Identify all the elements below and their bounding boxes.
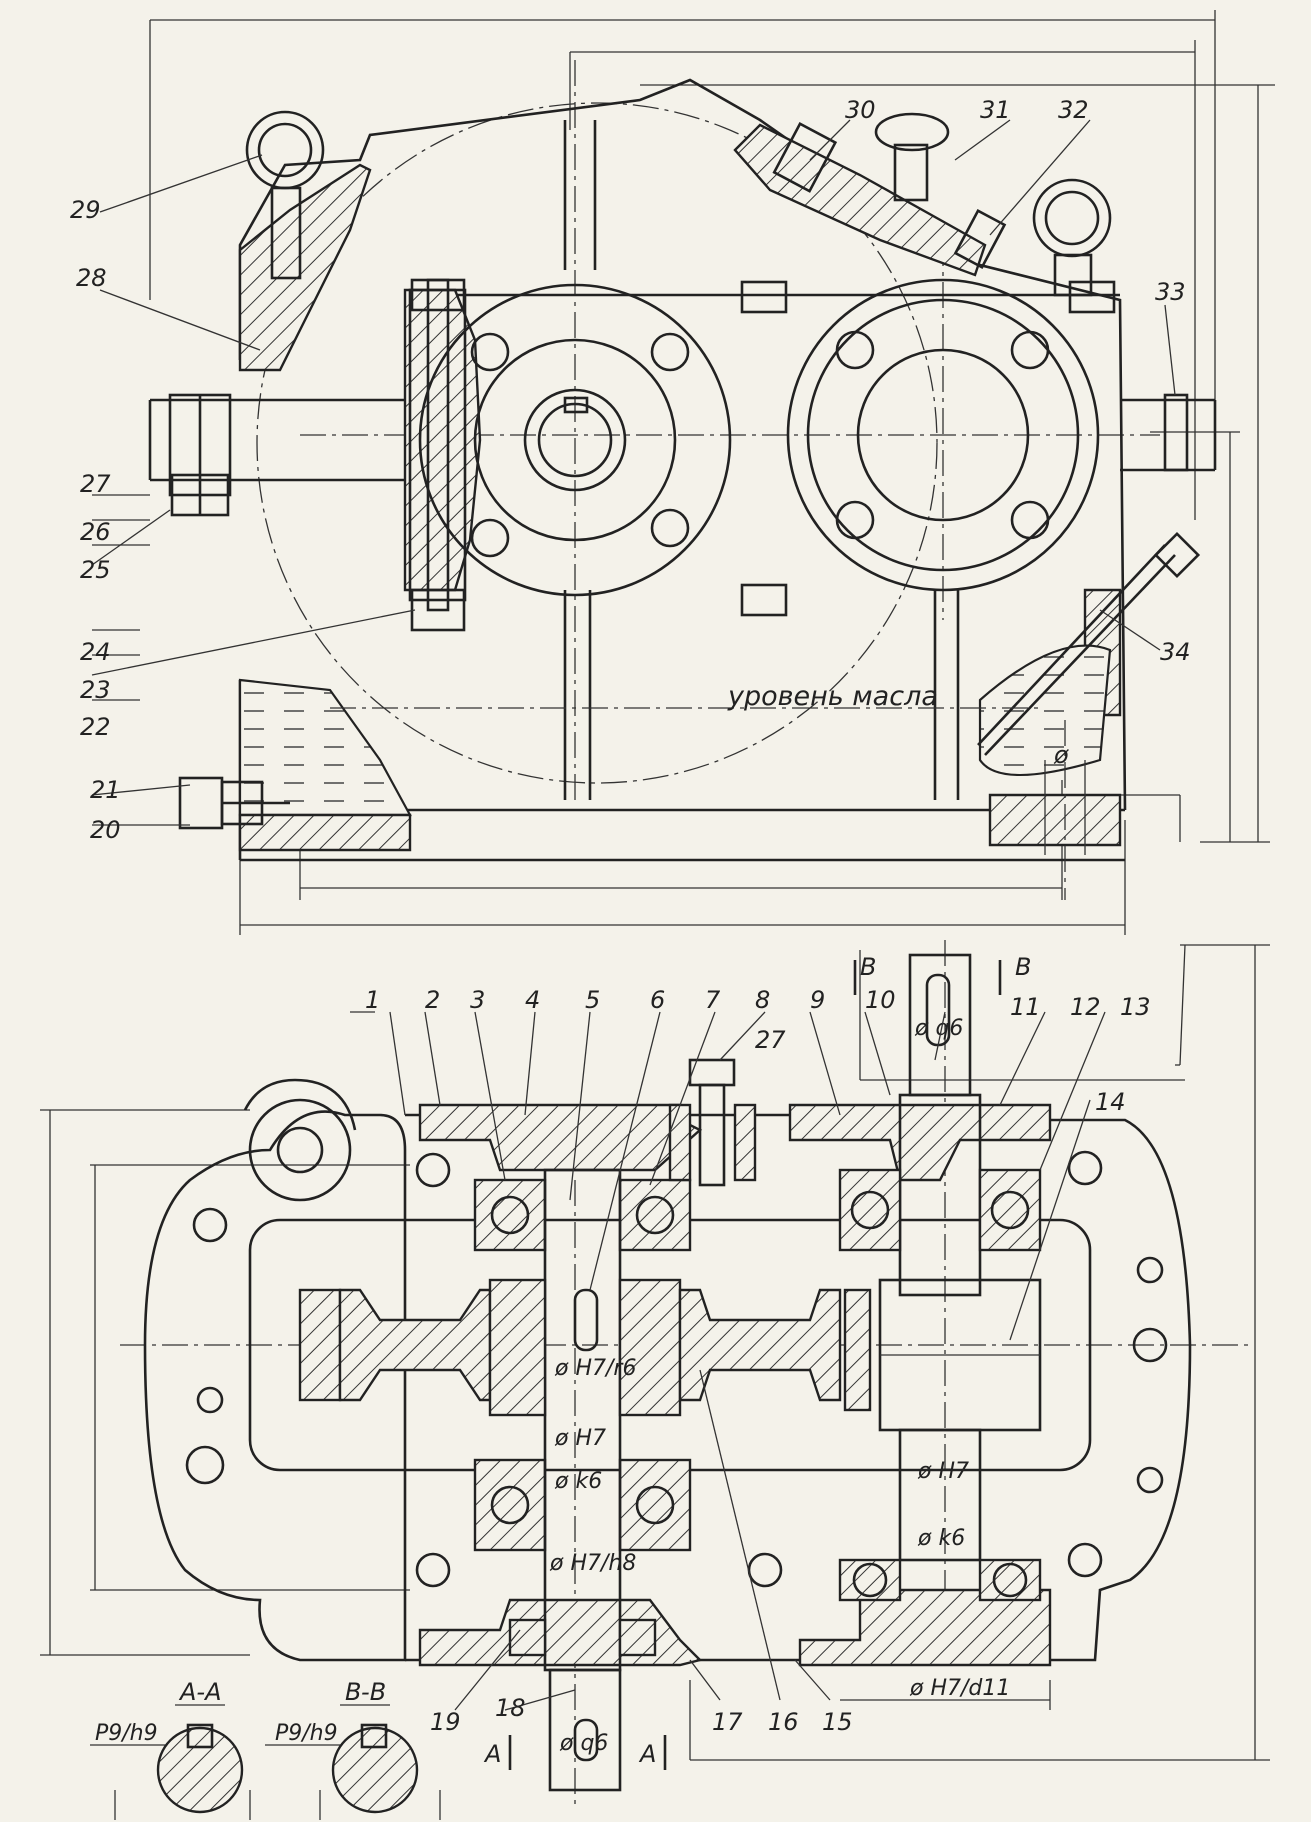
fit-housing-bore-left: ø H7 — [554, 1426, 606, 1451]
drain-plug — [178, 776, 290, 830]
fit-cover: ø H7/d11 — [909, 1676, 1010, 1701]
dimension-lines-bottom — [40, 944, 1270, 1761]
fit-gear-bore: ø H7/r6 — [554, 1356, 636, 1381]
callout-31: 31 — [980, 96, 1011, 124]
callout-28: 28 — [76, 264, 107, 292]
callout-10: 10 — [865, 986, 896, 1014]
section-aa-shaft — [114, 1723, 251, 1820]
callout-17: 17 — [712, 1708, 743, 1736]
inspection-cover-parts — [772, 112, 1007, 269]
input-bearings — [473, 1178, 692, 1552]
housing-bolt-holes — [185, 1150, 1168, 1588]
callout-20: 20 — [90, 816, 121, 844]
plan-section-view: ø q6 ø H7/r6 ø H7 ø k6 ø H7/h8 ø H7 ø k6… — [40, 940, 1270, 1810]
callout-7: 7 — [705, 986, 721, 1014]
callout-4: 4 — [525, 986, 540, 1014]
section-marks — [508, 960, 1002, 1770]
output-bearings — [838, 1168, 1042, 1602]
fit-output-shaft-top: ø q6 — [914, 1016, 963, 1041]
callout-15: 15 — [822, 1708, 853, 1736]
callout-30: 30 — [845, 96, 876, 124]
section-bb-shaft — [319, 1723, 441, 1820]
fit-bearing-journal-right: ø k6 — [917, 1526, 965, 1551]
callout-19: 19 — [430, 1708, 461, 1736]
bottom-cover-left — [418, 1598, 703, 1667]
callout-12: 12 — [1070, 993, 1101, 1021]
sump-floor-section — [238, 813, 412, 852]
section-mark-a-left: A — [483, 1740, 501, 1768]
input-shaft — [543, 1168, 622, 1792]
cover-screw — [668, 1058, 757, 1187]
section-bb-fit: P9/h9 — [275, 1721, 338, 1746]
housing-bolts-middle — [740, 280, 1189, 617]
bearing-cap-right — [786, 278, 1100, 592]
top-cover-right — [788, 1103, 1052, 1182]
oil-level-label: уровень масла — [727, 681, 938, 712]
bearing-cap-left — [418, 283, 732, 597]
lifting-eye-left — [245, 110, 325, 280]
foot-hole — [1044, 720, 1086, 900]
foot-hole-diameter-label: ø — [1053, 741, 1069, 769]
callout-25: 25 — [80, 556, 111, 584]
callout-3: 3 — [470, 986, 485, 1014]
callout-2: 2 — [425, 986, 440, 1014]
callout-24: 24 — [80, 638, 111, 666]
large-gear-outline — [256, 102, 938, 784]
section-mark-a-right: A — [638, 1740, 656, 1768]
section-aa-fit: P9/h9 — [95, 1721, 158, 1746]
callout-27b: 27 — [755, 1026, 786, 1054]
top-cover-left — [418, 1103, 703, 1172]
callout-8: 8 — [755, 986, 770, 1014]
large-gear-section — [298, 1278, 842, 1417]
callout-29: 29 — [70, 196, 101, 224]
foot-section-right — [988, 793, 1122, 847]
callout-13: 13 — [1120, 993, 1151, 1021]
callout-11: 11 — [1010, 993, 1041, 1021]
fit-bearing-journal-left: ø k6 — [554, 1469, 602, 1494]
callout-26: 26 — [80, 518, 111, 546]
section-bb-title: B-B — [345, 1678, 386, 1706]
leader-lines-top — [91, 119, 1176, 826]
section-mark-b-left: B — [860, 953, 876, 981]
section-mark-b-right: B — [1015, 953, 1031, 981]
callout-1: 1 — [365, 986, 380, 1014]
inspection-cover-section — [733, 123, 987, 277]
fit-seal-journal: ø H7/h8 — [549, 1551, 636, 1576]
input-seal — [508, 1618, 657, 1657]
section-views: A-A B-B P9/h9 P9/h9 — [90, 1678, 441, 1820]
lifting-eye-right — [1032, 178, 1112, 297]
oil-dipstick — [977, 531, 1201, 756]
callout-32: 32 — [1058, 96, 1089, 124]
lifting-lug-left-section — [238, 163, 372, 372]
callout-5: 5 — [585, 986, 600, 1014]
callout-33: 33 — [1155, 278, 1186, 306]
fit-input-shaft-bottom: ø q6 — [559, 1731, 608, 1756]
callout-22: 22 — [80, 713, 111, 741]
housing-plan-outline-right — [1050, 1118, 1192, 1662]
callout-16: 16 — [768, 1708, 799, 1736]
fit-housing-bore-right: ø H7 — [917, 1459, 969, 1484]
bottom-cover-right — [798, 1588, 1052, 1667]
oil-sump-section — [238, 678, 412, 817]
front-view: уровень масла ø 29 28 27 26 25 — [70, 10, 1275, 935]
callout-27: 27 — [80, 470, 111, 498]
leader-lines-bottom — [350, 1011, 1106, 1711]
section-aa-title: A-A — [178, 1678, 222, 1706]
callout-18: 18 — [495, 1694, 526, 1722]
plan-lifting-lug — [243, 1078, 357, 1202]
dipstick-window-section — [978, 644, 1112, 777]
callout-9: 9 — [810, 986, 825, 1014]
housing-plan-outline-left — [143, 1110, 407, 1662]
flange-section-left — [403, 288, 482, 592]
callout-21: 21 — [90, 776, 121, 804]
callout-23: 23 — [80, 676, 111, 704]
callout-14: 14 — [1095, 1088, 1126, 1116]
callout-34: 34 — [1160, 638, 1191, 666]
callout-6: 6 — [650, 986, 665, 1014]
